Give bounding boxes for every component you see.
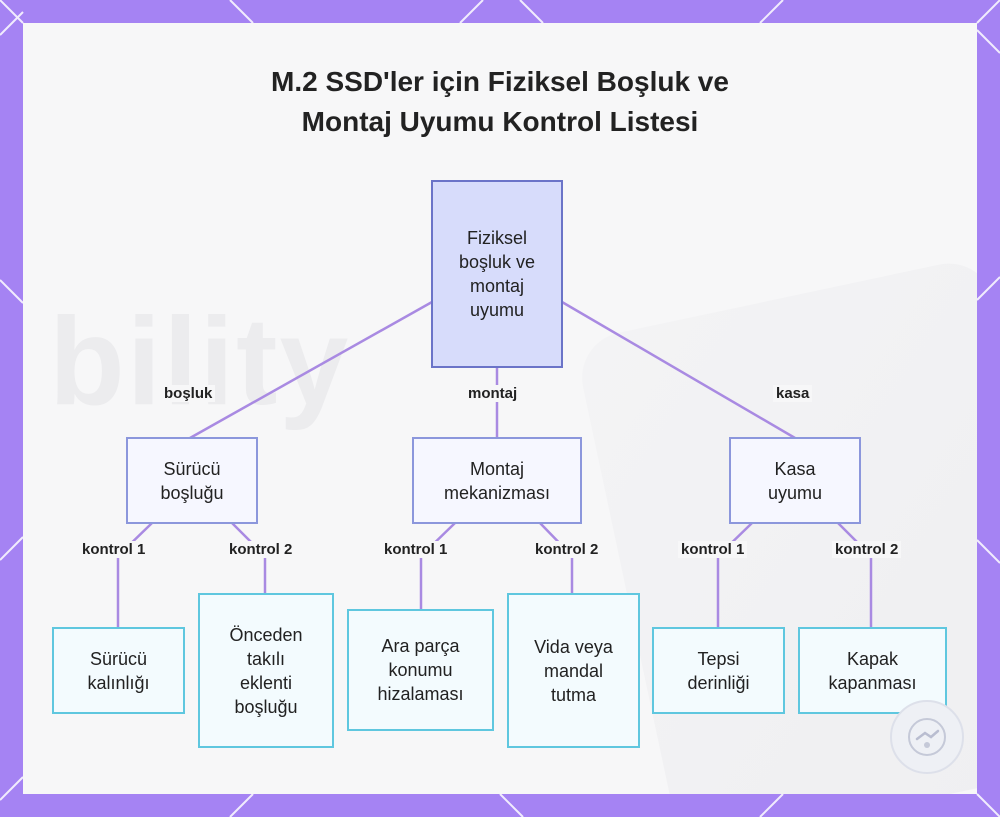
edge-label-kontrol-1: kontrol 1 bbox=[678, 541, 748, 558]
node-tray-depth: Tepsi derinliği bbox=[652, 627, 785, 714]
edge-label-montaj: montaj bbox=[465, 385, 521, 402]
background-watermark: bility bbox=[49, 293, 351, 431]
node-drive-thickness: Sürücü kalınlığı bbox=[52, 627, 185, 714]
node-cover-closure: Kapak kapanması bbox=[798, 627, 947, 714]
badge-glyph-icon bbox=[908, 718, 946, 756]
node-screw-latch: Vida veya mandal tutma bbox=[507, 593, 640, 748]
node-preinstalled-clearance: Önceden takılı eklenti boşluğu bbox=[198, 593, 334, 748]
edge-montaj-k2 bbox=[539, 522, 574, 594]
node-standoff-alignment: Ara parça konumu hizalaması bbox=[347, 609, 494, 731]
node-root: Fiziksel boşluk ve montaj uyumu bbox=[431, 180, 563, 368]
edge-montaj-k1 bbox=[419, 522, 456, 610]
edge-label-bosluk: boşluk bbox=[161, 385, 216, 402]
page-title: M.2 SSD'ler için Fiziksel Boşluk ve Mont… bbox=[0, 62, 1000, 142]
edge-kasa-k1 bbox=[716, 522, 753, 628]
edge-bosluk-k2 bbox=[231, 522, 267, 594]
edge-label-kontrol-2: kontrol 2 bbox=[226, 541, 296, 558]
title-line-1: M.2 SSD'ler için Fiziksel Boşluk ve bbox=[271, 66, 729, 97]
edge-root-bosluk bbox=[189, 300, 433, 440]
edge-root-kasa bbox=[561, 300, 796, 440]
node-case-fit: Kasa uyumu bbox=[729, 437, 861, 524]
edge-label-kontrol-1: kontrol 1 bbox=[381, 541, 451, 558]
edge-label-kontrol-2: kontrol 2 bbox=[832, 541, 902, 558]
edge-label-kasa: kasa bbox=[773, 385, 813, 402]
node-mounting-mechanism: Montaj mekanizması bbox=[412, 437, 582, 524]
edge-label-kontrol-1: kontrol 1 bbox=[79, 541, 149, 558]
node-drive-clearance: Sürücü boşluğu bbox=[126, 437, 258, 524]
logo-badge-icon bbox=[890, 700, 964, 774]
edge-bosluk-k1 bbox=[116, 522, 153, 628]
edge-kasa-k2 bbox=[837, 522, 873, 628]
title-line-2: Montaj Uyumu Kontrol Listesi bbox=[301, 106, 699, 137]
edge-label-kontrol-2: kontrol 2 bbox=[532, 541, 602, 558]
